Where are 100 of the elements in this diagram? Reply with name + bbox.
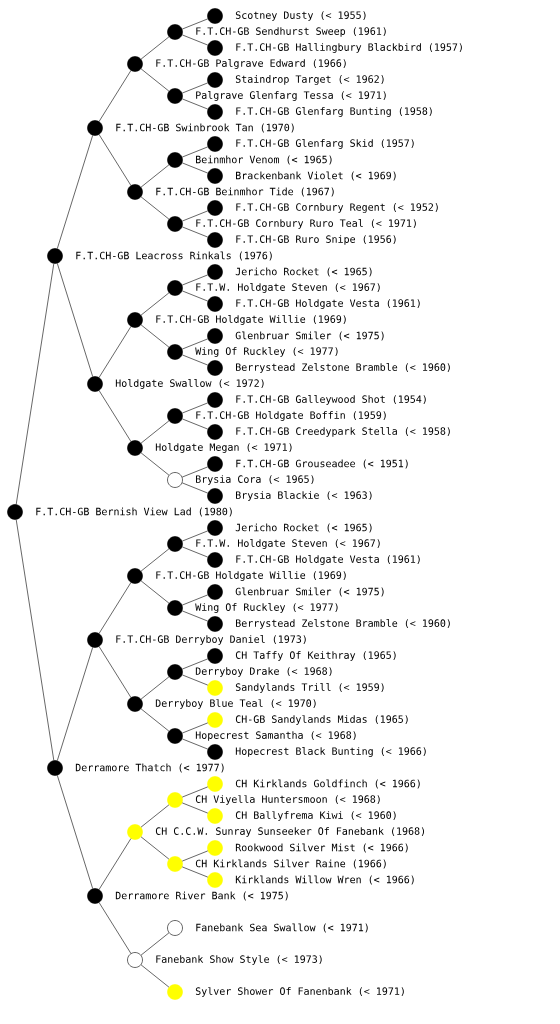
connector-line [140,548,170,572]
connector-line [140,964,170,988]
connector-line [140,324,170,348]
connector-line [140,836,170,860]
name-label: F.T.CH-GB Leacross Rinkals (1976) [76,251,272,261]
connector-line [140,804,170,828]
name-label: Rookwood Silver Mist (< 1966) [235,843,408,853]
connector-line [181,290,209,302]
name-label: Sandylands Trill (< 1959) [235,683,384,693]
connector-line [181,418,209,430]
name-label: F.T.CH-GB Holdgate Vesta (1961) [236,299,420,309]
name-label: CH Taffy Of Keithray (1965) [235,651,396,661]
connector-line [98,838,132,890]
name-label: Beinmhor Venom (< 1965) [196,155,332,165]
connector-line [181,18,209,30]
connector-line [140,708,170,732]
name-label: F.T.CH-GB Cornbury Ruro Teal (< 1971) [196,219,416,229]
connector-line [181,674,209,686]
name-label: Wing Of Ruckley (< 1977) [195,347,338,357]
name-label: Holdgate Megan (< 1971) [155,443,292,453]
name-label: Sylver Shower Of Fanenbank (< 1971) [195,987,404,997]
connector-line [140,676,170,700]
name-label: Brysia Cora (< 1965) [196,475,314,485]
connector-line [57,647,93,761]
name-label: F.T.CH-GB Holdgate Willie (1969) [156,315,346,325]
name-label: F.T.CH-GB Glenfarg Bunting (1958) [236,107,432,117]
connector-line [98,134,132,186]
name-label: F.T.CH-GB Grouseadee (< 1951) [236,459,408,469]
name-label: Palgrave Glenfarg Tessa (< 1971) [196,91,386,101]
connector-line [181,466,209,478]
connector-line [140,420,170,444]
name-label: CH C.C.W. Sunray Sunseeker Of Fanebank (1968) [155,827,424,837]
connector-line [98,646,132,698]
name-label: F.T.CH-GB Sendhurst Sweep (1961) [196,27,386,37]
connector-line [140,68,170,92]
name-label: Staindrop Target (< 1962) [235,75,384,85]
connector-line [140,932,170,956]
name-label: Brysia Blackie (< 1963) [236,491,372,501]
name-label: F.T.CH-GB Ruro Snipe (1956) [236,235,396,245]
name-label: Fanebank Sea Swallow (< 1971) [196,923,368,933]
name-label: Scotney Dusty (< 1955) [235,11,366,21]
connector-line [181,338,209,350]
connector-line [181,722,209,734]
name-label: F.T.CH-GB Holdgate Boffin (1959) [196,411,386,421]
name-label: F.T.CH-GB Swinbrook Tan (1970) [116,123,294,133]
name-label: F.T.CH-GB Galleywood Shot (1954) [236,395,426,405]
name-label: F.T.CH-GB Palgrave Edward (1966) [156,59,346,69]
name-label: F.T.CH-GB Beinmhor Tide (1967) [156,187,334,197]
name-label: Fanebank Show Style (< 1973) [156,955,322,965]
connector-line [140,36,170,60]
connector-line [181,658,209,670]
name-label: Kirklands Willow Wren (< 1966) [235,875,414,885]
connector-line [181,146,209,158]
name-label: CH Viyella Huntersmoon (< 1968) [195,795,380,805]
connector-line [181,354,209,366]
connector-line [181,530,209,542]
name-label: CH Ballyfrema Kiwi (< 1960) [235,811,396,821]
name-label: Berrystead Zelstone Bramble (< 1960) [236,363,450,373]
connector-line [98,326,132,378]
name-label: F.T.CH-GB Bernish View Lad (1980) [36,507,232,517]
connector-line [15,263,55,505]
connector-line [181,210,209,222]
connector-line [57,263,93,377]
connector-line [57,135,93,249]
connector-line [140,292,170,316]
connector-line [181,594,209,606]
connector-line [140,452,170,476]
connector-line [181,786,209,798]
name-label: CH-GB Sandylands Midas (1965) [235,715,408,725]
name-label: Hopecrest Samantha (< 1968) [195,731,356,741]
name-label: F.T.CH-GB Cornbury Regent (< 1952) [236,203,438,213]
connector-line [15,519,55,761]
name-label: F.T.CH-GB Glenfarg Skid (1957) [236,139,414,149]
name-label: Jericho Rocket (< 1965) [235,267,372,277]
connector-line [181,850,209,862]
name-label: F.T.CH-GB Hallingbury Blackbird (1957) [236,43,462,53]
connector-line [181,274,209,286]
connector-line [181,162,209,174]
name-label: F.T.W. Holdgate Steven (< 1967) [196,539,380,549]
connector-line [140,164,170,188]
connector-line [98,902,132,954]
name-label: CH Kirklands Silver Raine (1966) [195,859,386,869]
connector-line [98,390,132,442]
name-label: F.T.CH-GB Creedypark Stella (< 1958) [236,427,450,437]
connector-line [181,34,209,46]
connector-line [181,738,209,750]
connector-line [181,82,209,94]
name-label: Wing Of Ruckley (< 1977) [195,603,338,613]
name-label: CH Kirklands Goldfinch (< 1966) [235,779,420,789]
connector-line [57,775,93,889]
name-label: Jericho Rocket (< 1965) [235,523,372,533]
connector-line [181,98,209,110]
name-label: F.T.CH-GB Derryboy Daniel (1973) [116,635,306,645]
name-label: Derryboy Blue Teal (< 1970) [155,699,316,709]
connector-line [181,802,209,814]
name-label: Glenbruar Smiler (< 1975) [235,331,384,341]
name-label: Hopecrest Black Bunting (< 1966) [235,747,426,757]
connector-line [181,546,209,558]
connector-line [181,610,209,622]
name-label: Derryboy Drake (< 1968) [195,667,332,677]
